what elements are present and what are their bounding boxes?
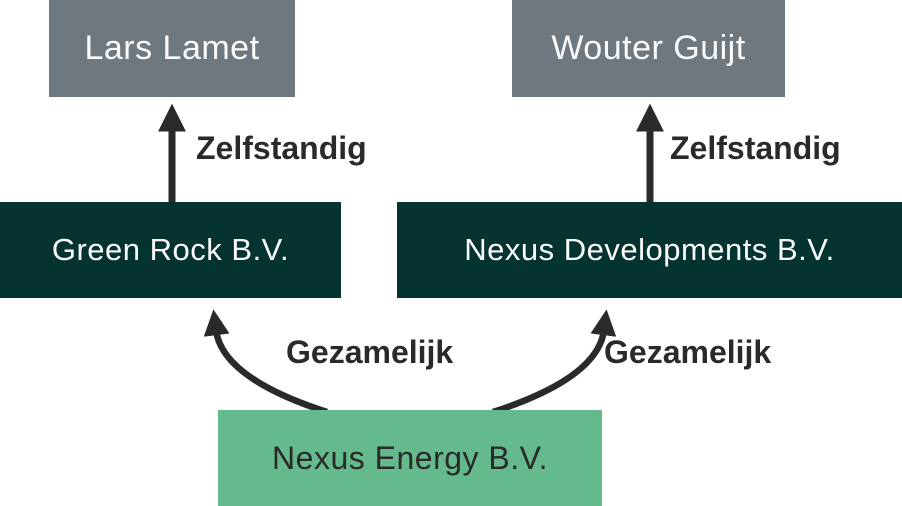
node-company-green-rock: Green Rock B.V.	[0, 202, 341, 298]
node-label: Nexus Energy B.V.	[272, 439, 548, 476]
arrow-gezamelijk-right	[491, 309, 617, 416]
node-person-wouter-guijt: Wouter Guijt	[512, 0, 785, 97]
edge-label-zelfstandig-right: Zelfstandig	[670, 130, 841, 166]
node-person-lars-lamet: Lars Lamet	[49, 0, 295, 97]
node-label: Lars Lamet	[84, 29, 260, 67]
node-company-nexus-energy: Nexus Energy B.V.	[218, 410, 602, 506]
edge-label-gezamelijk-left: Gezamelijk	[286, 334, 454, 370]
node-label: Green Rock B.V.	[51, 232, 290, 267]
node-company-nexus-developments: Nexus Developments B.V.	[397, 202, 902, 298]
node-label: Nexus Developments B.V.	[464, 232, 835, 267]
edge-label-gezamelijk-right: Gezamelijk	[604, 334, 772, 370]
edge-label-zelfstandig-left: Zelfstandig	[196, 130, 367, 166]
node-label: Wouter Guijt	[551, 29, 746, 67]
